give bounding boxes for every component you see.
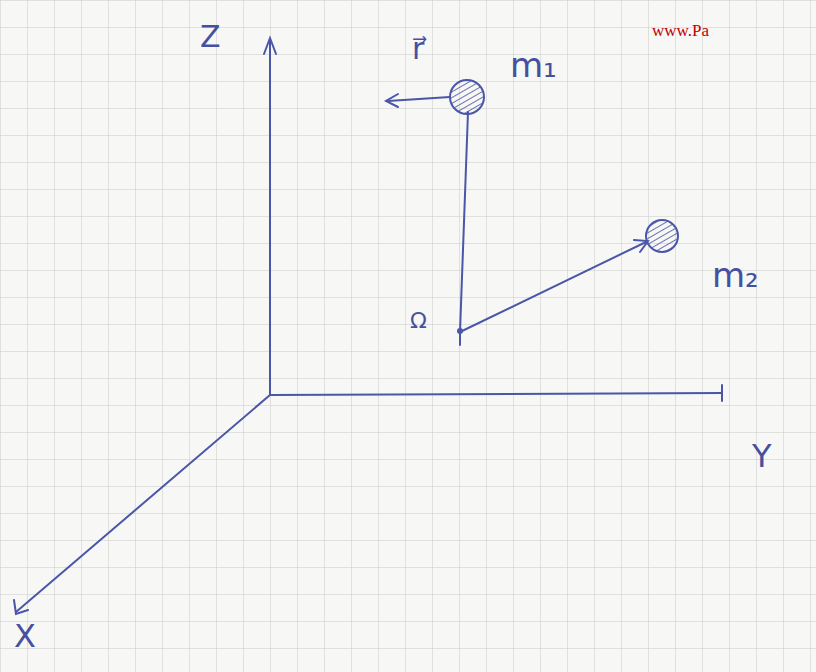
y-axis — [270, 393, 722, 395]
position-line — [460, 242, 646, 332]
x-axis — [16, 395, 270, 612]
z-arrow — [264, 38, 276, 54]
mass-label: m₁ — [510, 48, 557, 82]
y-tick — [721, 385, 723, 401]
position-line — [460, 112, 468, 332]
x-arrow — [14, 600, 28, 614]
watermark: www.Pa — [652, 22, 709, 39]
axis-label: Y — [752, 440, 772, 472]
mass-circle — [646, 220, 678, 252]
vector-label: r⃗ — [412, 34, 424, 64]
origin-point — [457, 328, 463, 334]
mass-label: m₂ — [712, 258, 759, 292]
vector-arrow — [388, 97, 450, 101]
point-label: Ω — [410, 310, 427, 332]
mass-circle — [450, 80, 484, 114]
axis-label: X — [14, 620, 36, 652]
line-arrow — [634, 240, 648, 252]
vector-head — [386, 94, 398, 107]
axis-label: Z — [200, 22, 221, 52]
z-axis — [269, 40, 271, 395]
